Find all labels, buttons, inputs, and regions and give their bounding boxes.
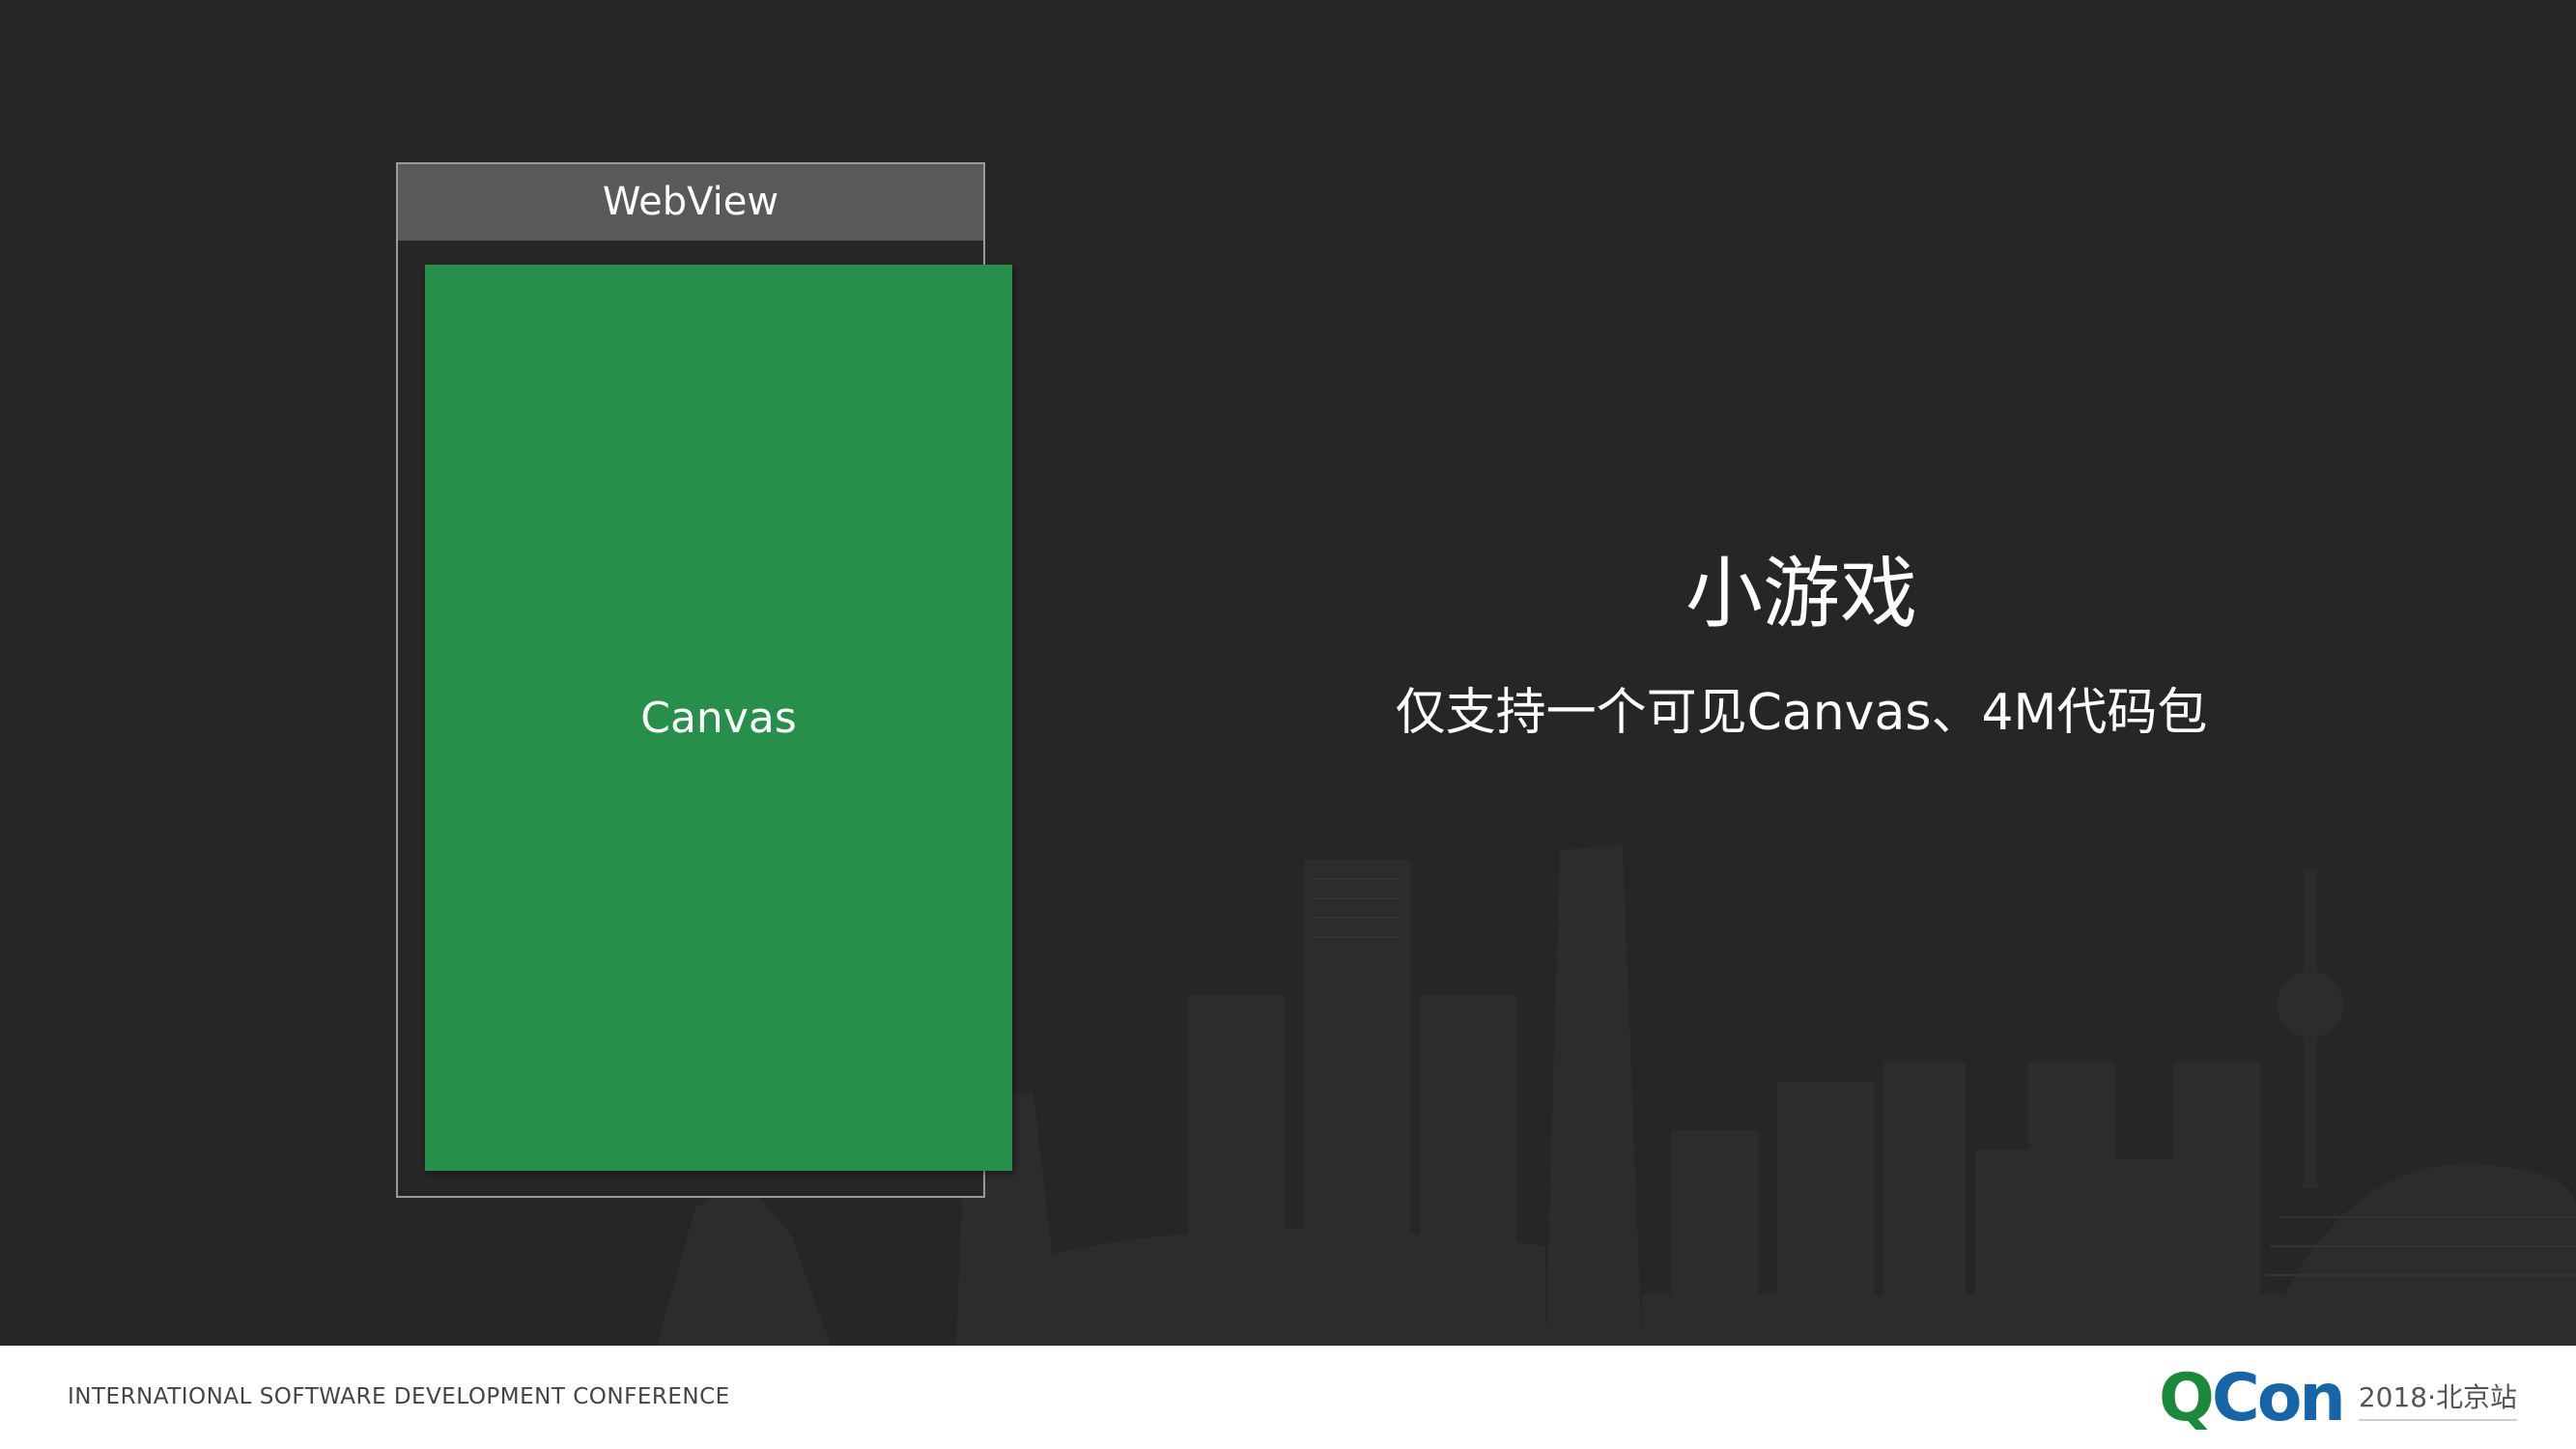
logo-q: Q	[2159, 1360, 2215, 1436]
qcon-logo: QCon 2018·北京站	[2159, 1365, 2518, 1433]
logo-edition: 2018·北京站	[2358, 1377, 2518, 1421]
slide-stage: WebView Canvas 小游戏 仅支持一个可见Canvas、4M代码包	[396, 162, 2576, 1276]
conference-name: INTERNATIONAL SOFTWARE DEVELOPMENT CONFE…	[68, 1384, 730, 1409]
canvas-label: Canvas	[640, 693, 797, 743]
slide-title: 小游戏	[1685, 549, 1917, 639]
slide-subtitle: 仅支持一个可见Canvas、4M代码包	[1395, 684, 2208, 742]
canvas-box: Canvas	[425, 265, 1012, 1171]
qcon-logo-mark: QCon	[2159, 1365, 2346, 1433]
footer-bar: INTERNATIONAL SOFTWARE DEVELOPMENT CONFE…	[0, 1346, 2576, 1449]
skyline-background	[2265, 1216, 2576, 1276]
webview-label: WebView	[398, 164, 983, 241]
logo-con: Con	[2211, 1360, 2346, 1436]
